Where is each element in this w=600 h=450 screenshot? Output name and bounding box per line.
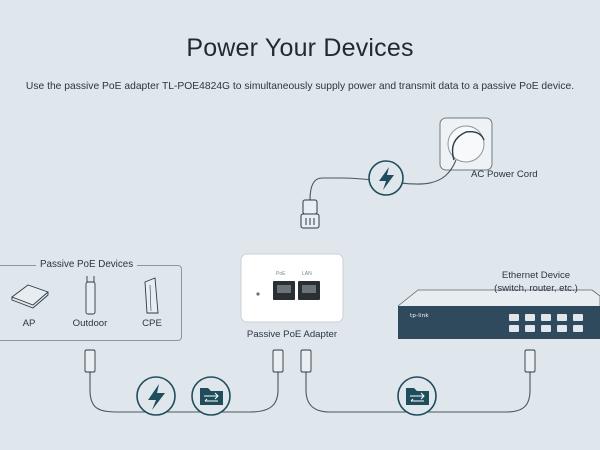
ethernet-switch-icon [397, 289, 600, 339]
lan-port-label: LAN [302, 271, 312, 277]
devices-group-box [0, 265, 182, 341]
tp-link-logo: tp-link [410, 313, 429, 319]
power-bolt-icon [136, 376, 176, 416]
devices-group-title: Passive PoE Devices [36, 259, 138, 270]
ap-label: AP [22, 318, 36, 329]
ac-power-label: AC Power Cord [471, 169, 538, 180]
cpe-icon [144, 277, 159, 314]
ac-power-bolt-icon [368, 160, 404, 196]
switch-ports [509, 314, 583, 332]
ceiling-ap-icon [11, 284, 49, 309]
outdoor-label: Outdoor [72, 318, 108, 329]
page-title: Power Your Devices [186, 34, 414, 62]
wall-socket-icon [439, 117, 493, 171]
cpe-label: CPE [142, 318, 162, 329]
poe-adapter-icon [240, 253, 344, 323]
adapter-label: Passive PoE Adapter [246, 329, 338, 340]
data-transfer-icon [397, 376, 437, 416]
data-transfer-icon [191, 376, 231, 416]
poe-port-label: PoE [276, 271, 286, 277]
rj45-plug-icon [84, 349, 536, 373]
outdoor-ap-icon [85, 276, 96, 315]
page-subtitle: Use the passive PoE adapter TL-POE4824G … [25, 81, 575, 92]
ac-power-cord [309, 159, 457, 201]
ac-plug-icon [300, 199, 320, 229]
ethernet-device-label: Ethernet Device [501, 270, 571, 281]
ethernet-device-sublabel: (switch, router, etc.) [494, 283, 578, 294]
